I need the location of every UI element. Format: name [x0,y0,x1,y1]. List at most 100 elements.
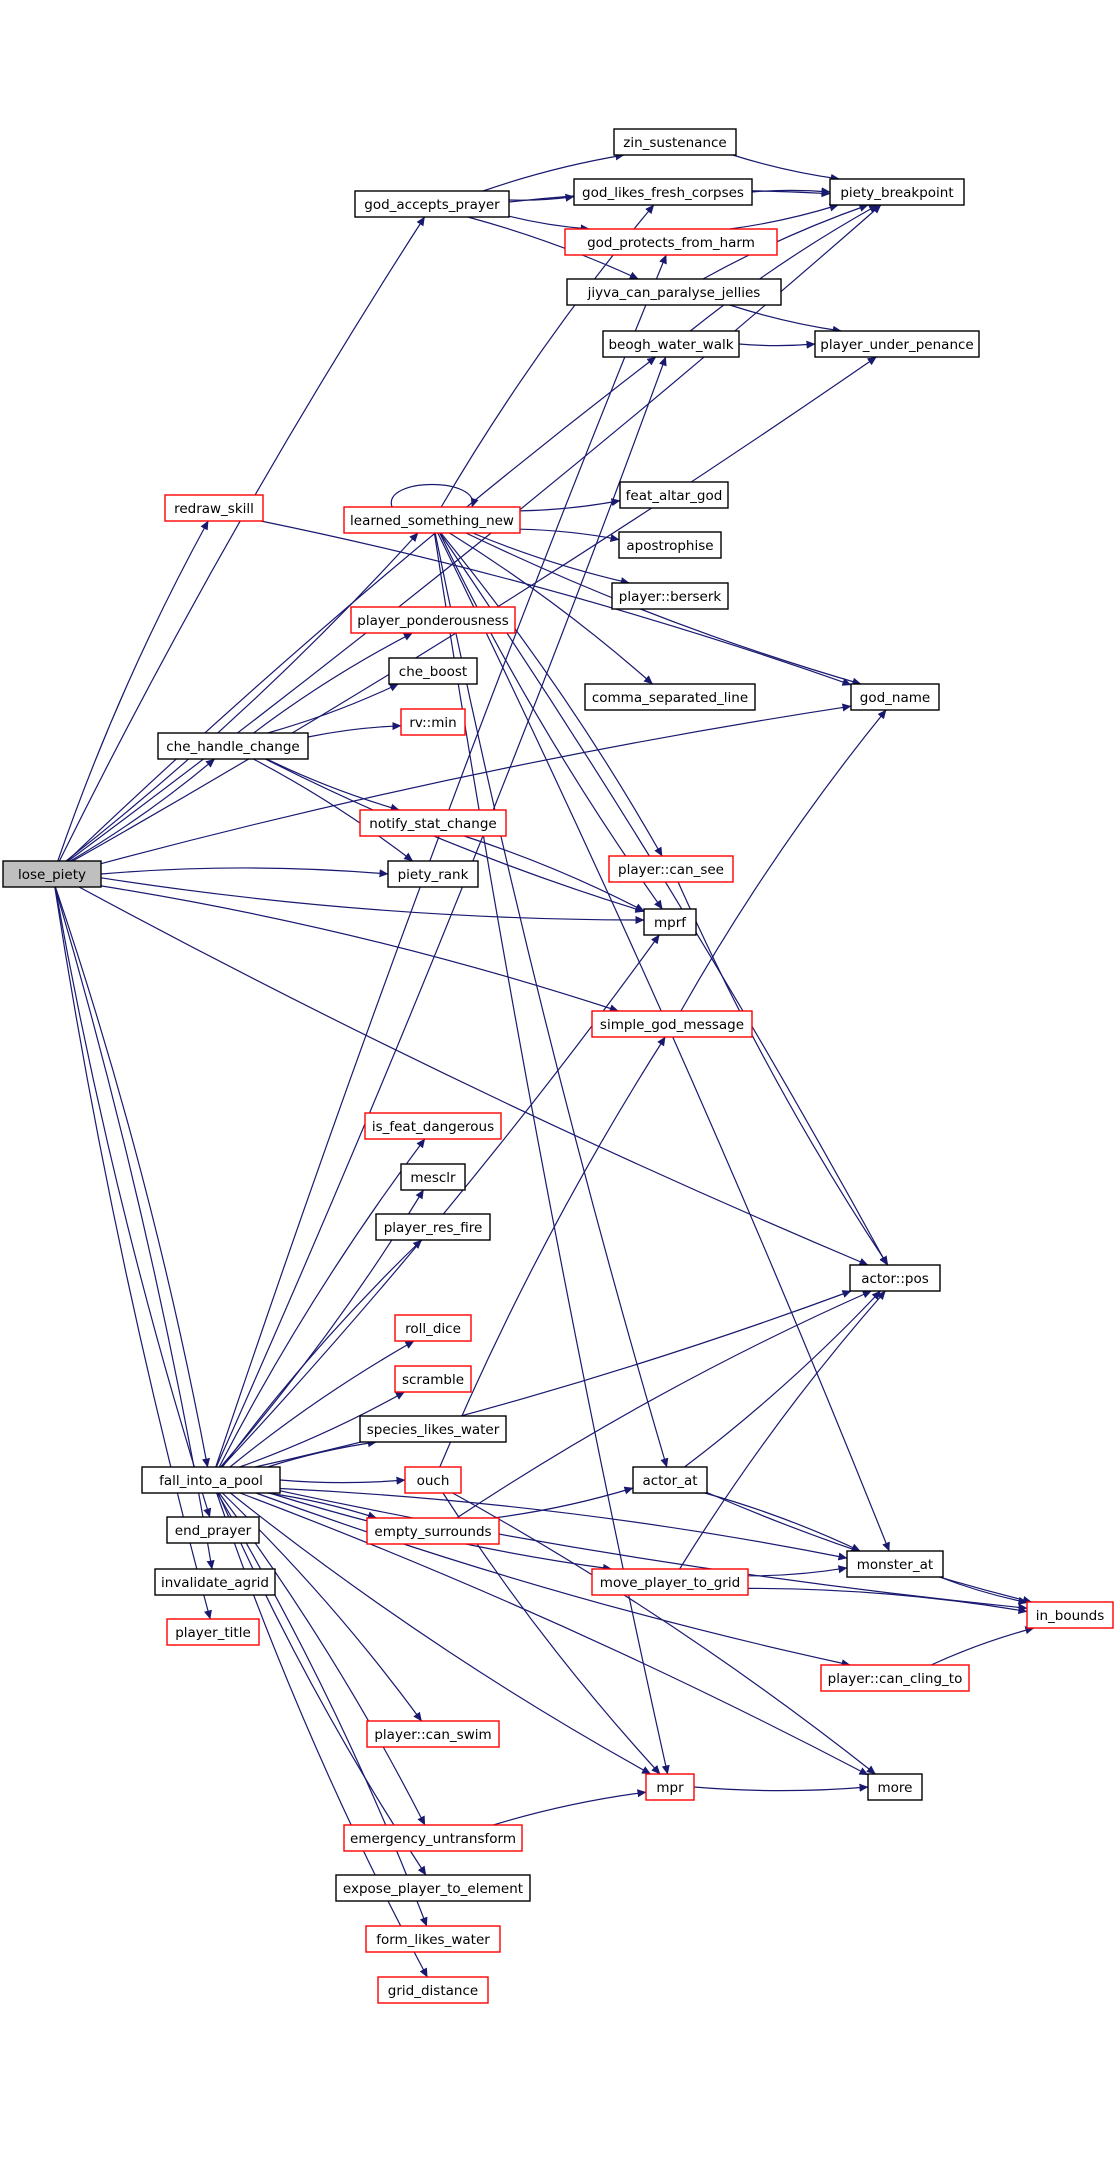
node-move-player-to-grid[interactable]: move_player_to_grid [591,1568,749,1596]
node-label: god_protects_from_harm [587,235,755,251]
node-box [608,855,734,883]
node-che-boost[interactable]: che_boost [388,657,478,685]
node-mprf[interactable]: mprf [643,908,697,936]
node-grid-distance[interactable]: grid_distance [377,1976,489,2004]
node-box [359,1415,507,1443]
edge-fall-into-a-pool-to-roll-dice [229,1340,415,1468]
node-expose-player-to-element[interactable]: expose_player_to_element [335,1874,531,1902]
edge-learned-something-new-to-actor-pos [439,532,888,1266]
node-roll-dice[interactable]: roll_dice [394,1314,472,1342]
edge-move-player-to-grid-to-monster-at [747,1565,848,1577]
node-label: more [878,1780,913,1796]
node-player-ponderousness[interactable]: player_ponderousness [350,606,516,634]
node-box [846,1550,944,1578]
node-fall-into-a-pool[interactable]: fall_into_a_pool [141,1466,281,1494]
edge-learned-something-new-to-player-can-see [440,532,663,857]
edge-learned-something-new-to-player-berserk [472,532,630,586]
edge-actor-at-to-actor-pos [684,1290,881,1468]
edge-lose-piety-to-end-prayer [54,886,212,1518]
node-notify-stat-change[interactable]: notify_stat_change [359,809,507,837]
node-player-res-fire[interactable]: player_res_fire [375,1213,491,1241]
node-monster-at[interactable]: monster_at [846,1550,944,1578]
node-box [1026,1601,1114,1629]
node-emergency-untransform[interactable]: emergency_untransform [343,1824,523,1852]
edge-move-player-to-grid-to-actor-pos [679,1290,886,1570]
edge-ouch-to-more [452,1492,876,1775]
edge-mpr-to-more [693,1783,869,1792]
node-box [404,1466,462,1494]
node-che-handle-change[interactable]: che_handle_change [157,732,309,760]
node-more[interactable]: more [867,1773,923,1801]
node-label: player_under_penance [820,337,973,353]
node-species-likes-water[interactable]: species_likes_water [359,1415,507,1443]
edge-beogh-water-walk-to-player-under-penance [738,340,816,349]
node-apostrophise[interactable]: apostrophise [618,531,722,559]
node-label: mesclr [410,1170,456,1186]
node-jiyva-can-paralyse-jellies[interactable]: jiyva_can_paralyse_jellies [566,278,782,306]
edge-learned-something-new-to-apostrophise [519,528,620,542]
edge-actor-at-to-monster-at [704,1492,861,1552]
node-piety-rank[interactable]: piety_rank [387,860,479,888]
edge-fall-into-a-pool-to-scramble [239,1391,405,1468]
node-player-can-cling-to[interactable]: player::can_cling_to [820,1664,970,1692]
node-form-likes-water[interactable]: form_likes_water [365,1925,501,1953]
node-box [387,860,479,888]
edge-lose-piety-to-god-name [100,703,852,865]
node-box [157,732,309,760]
edge-god-accepts-prayer-to-zin-sustenance [482,152,625,192]
edge-che-handle-change-to-che-boost [267,683,399,734]
node-simple-god-message[interactable]: simple_god_message [591,1010,753,1038]
node-player-under-penance[interactable]: player_under_penance [814,330,980,358]
node-label: feat_altar_god [626,488,723,504]
node-player-title[interactable]: player_title [166,1618,260,1646]
node-mesclr[interactable]: mesclr [400,1163,466,1191]
node-zin-sustenance[interactable]: zin_sustenance [613,128,737,156]
node-beogh-water-walk[interactable]: beogh_water_walk [602,330,740,358]
node-box [820,1664,970,1692]
edge-empty-surrounds-to-actor-at [493,1486,634,1519]
node-end-prayer[interactable]: end_prayer [166,1516,260,1544]
node-label: player::berserk [619,589,722,605]
node-box [354,190,510,218]
node-god-accepts-prayer[interactable]: god_accepts_prayer [354,190,510,218]
node-player-can-swim[interactable]: player::can_swim [366,1720,500,1748]
node-god-name[interactable]: god_name [850,683,940,711]
node-box [375,1213,491,1241]
node-actor-at[interactable]: actor_at [632,1466,708,1494]
edge-player-can-cling-to-to-in-bounds [930,1626,1035,1666]
node-god-likes-fresh-corpses[interactable]: god_likes_fresh_corpses [573,178,753,206]
node-empty-surrounds[interactable]: empty_surrounds [366,1517,500,1545]
node-label: notify_stat_change [369,816,496,832]
node-is-feat-dangerous[interactable]: is_feat_dangerous [364,1112,502,1140]
node-in-bounds[interactable]: in_bounds [1026,1601,1114,1629]
node-player-can-see[interactable]: player::can_see [608,855,734,883]
node-box [154,1568,276,1596]
node-label: redraw_skill [174,501,254,517]
node-mpr[interactable]: mpr [645,1773,695,1801]
node-feat-altar-god[interactable]: feat_altar_god [619,481,729,509]
node-learned-something-new[interactable]: learned_something_new [343,506,521,534]
edge-fall-into-a-pool-to-more [239,1492,869,1776]
edge-fall-into-a-pool-to-species-likes-water [267,1439,377,1468]
edge-fall-into-a-pool-to-player-res-fire [221,1239,423,1468]
node-box [364,1112,502,1140]
node-label: emergency_untransform [350,1831,516,1847]
node-god-protects-from-harm[interactable]: god_protects_from_harm [564,228,778,256]
node-label: roll_dice [405,1321,461,1337]
node-redraw-skill[interactable]: redraw_skill [164,494,264,522]
node-invalidate-agrid[interactable]: invalidate_agrid [154,1568,276,1596]
node-comma-separated-line[interactable]: comma_separated_line [584,683,756,711]
node-label: player::can_cling_to [828,1671,963,1687]
node-ouch[interactable]: ouch [404,1466,462,1494]
edge-god-accepts-prayer-to-god-likes-fresh-corpses [508,193,575,202]
node-player-berserk[interactable]: player::berserk [611,582,729,610]
node-piety-breakpoint[interactable]: piety_breakpoint [829,178,965,206]
node-scramble[interactable]: scramble [394,1365,472,1393]
node-label: mprf [654,915,687,931]
node-box [141,1466,281,1494]
node-rv-min[interactable]: rv::min [400,708,466,736]
node-actor-pos[interactable]: actor::pos [849,1264,941,1292]
node-box [867,1773,923,1801]
node-label: species_likes_water [367,1422,500,1438]
